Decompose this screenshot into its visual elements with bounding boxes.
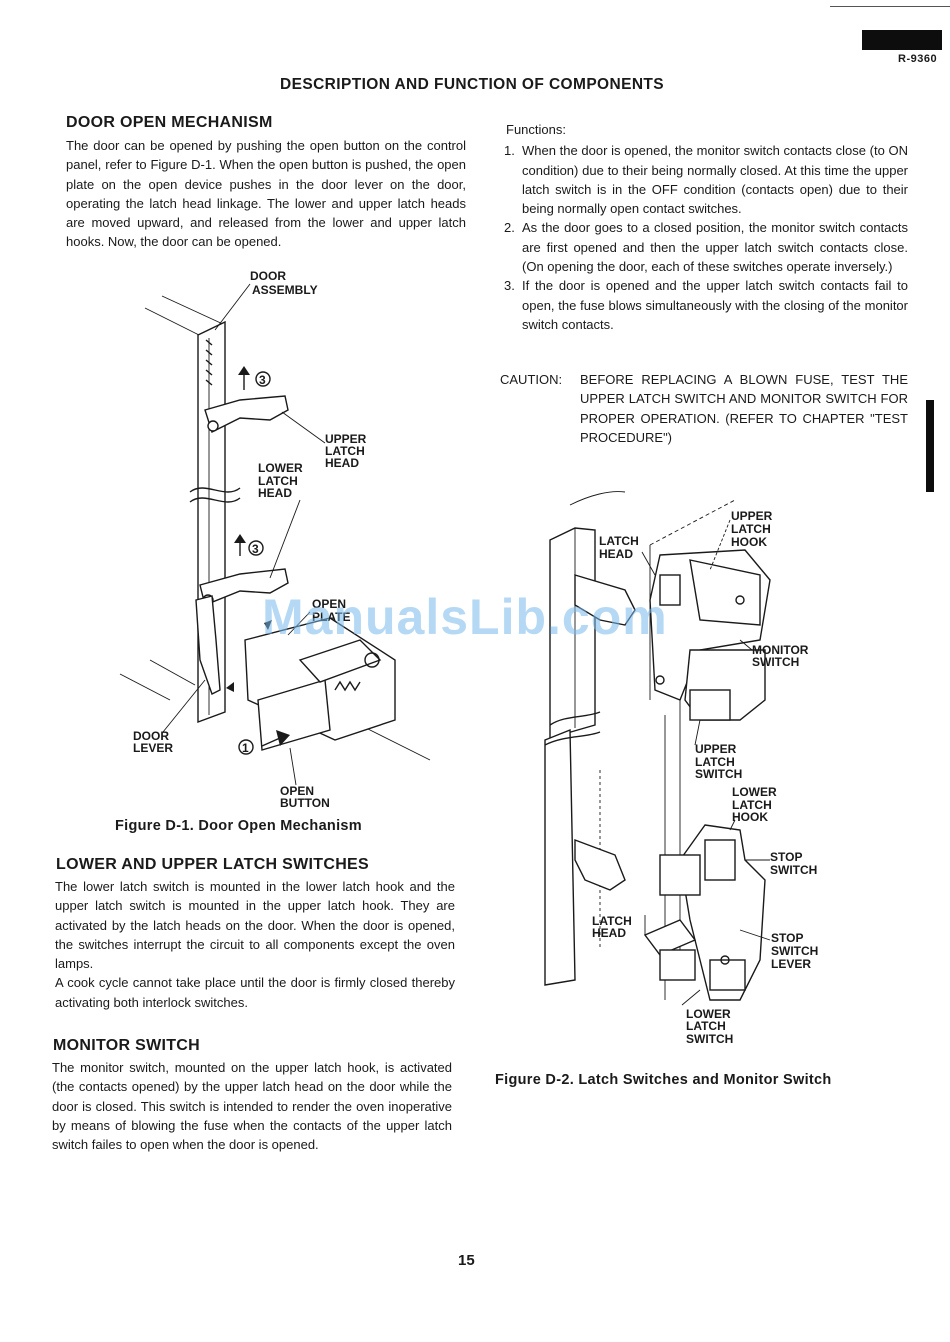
monitor-switch-text: The monitor switch, mounted on the upper… [52, 1058, 452, 1154]
figure-d2-caption: Figure D-2. Latch Switches and Monitor S… [495, 1072, 832, 1088]
door-assembly-label: DOOR ASSEMBLY [250, 269, 318, 297]
latch-switches-paragraph-1: The lower latch switch is mounted in the… [55, 879, 455, 972]
latch-switches-text: The lower latch switch is mounted in the… [55, 877, 455, 1012]
list-item: 1.When the door is opened, the monitor s… [504, 143, 908, 217]
step-one-label: 1 [242, 741, 249, 755]
caution-note: CAUTION: BEFORE REPLACING A BLOWN FUSE, … [500, 370, 908, 447]
section-marker-bar [926, 400, 934, 492]
latch-head-bottom-label: LATCH HEAD [592, 914, 635, 940]
latch-head-top-label: LATCH HEAD [599, 534, 642, 561]
monitor-switch-paragraph: The monitor switch, mounted on the upper… [52, 1060, 452, 1153]
model-number: R-9360 [898, 53, 938, 65]
door-open-mechanism-text: The door can be opened by pushing the op… [66, 136, 466, 252]
upper-latch-head-label: UPPER LATCH HEAD [325, 432, 370, 470]
latch-switches-heading: LOWER AND UPPER LATCH SWITCHES [56, 856, 369, 873]
lower-latch-switch-label: LOWER LATCH SWITCH [686, 1007, 734, 1046]
door-open-mechanism-heading: DOOR OPEN MECHANISM [66, 114, 273, 131]
stop-switch-lever-label: STOP SWITCH LEVER [771, 931, 822, 971]
up-arrow-icon [234, 534, 246, 556]
door-open-mechanism-paragraph: The door can be opened by pushing the op… [66, 138, 466, 250]
list-item: 2.As the door goes to a closed position,… [504, 220, 908, 275]
list-item: 3.If the door is opened and the upper la… [504, 278, 908, 332]
step-three-label-lower: 3 [252, 542, 259, 556]
figure-d1-door-open-mechanism-drawing: 3 3 1 DOOR ASSEMBLY UPPER LATCH HEAD LOW… [119, 269, 431, 810]
caution-label: CAUTION: [500, 372, 563, 387]
page-number: 15 [458, 1252, 475, 1269]
figure-d1-caption: Figure D-1. Door Open Mechanism [115, 818, 362, 834]
lower-latch-hook-label: LOWER LATCH HOOK [732, 785, 780, 824]
upper-latch-switch-label: UPPER LATCH SWITCH [695, 742, 742, 781]
functions-list: Functions: 1.When the door is opened, th… [500, 120, 908, 334]
caution-text: BEFORE REPLACING A BLOWN FUSE, TEST THE … [580, 372, 908, 445]
page-title: DESCRIPTION AND FUNCTION OF COMPONENTS [280, 76, 665, 93]
functions-heading: Functions: [506, 122, 566, 137]
upper-latch-hook-label: UPPER LATCH HOOK [731, 509, 776, 549]
monitor-switch-label: MONITOR SWITCH [752, 643, 812, 669]
door-lever-label: DOOR LEVER [133, 729, 173, 755]
header-rule [830, 6, 950, 7]
spring-icon [205, 339, 213, 386]
up-arrow-icon [238, 366, 250, 390]
open-plate-label: OPEN PLATE [312, 597, 350, 624]
figure-d2-latch-switches-drawing: UPPER LATCH HOOK LATCH HEAD MONITOR SWIT… [544, 491, 822, 1046]
latch-switches-paragraph-2: A cook cycle cannot take place until the… [55, 975, 455, 1010]
open-button-label: OPEN BUTTON [280, 784, 330, 810]
stop-switch-label: STOP SWITCH [770, 850, 817, 877]
spring-icon [334, 680, 361, 692]
header-black-tab [862, 30, 942, 50]
watermark: ManualsLib.com [262, 589, 668, 645]
lower-latch-head-label: LOWER LATCH HEAD [258, 461, 306, 500]
step-three-label-upper: 3 [259, 373, 266, 387]
monitor-switch-heading: MONITOR SWITCH [53, 1037, 201, 1054]
push-arrow-icon [261, 730, 290, 747]
